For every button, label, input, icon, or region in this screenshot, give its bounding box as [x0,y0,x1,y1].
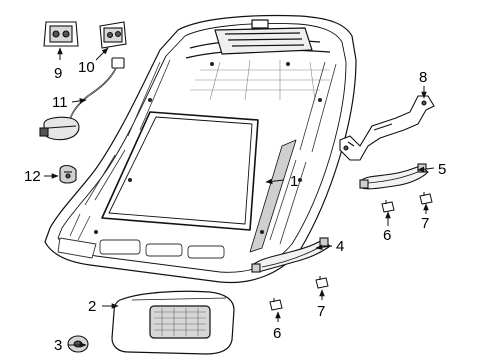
callout-5: 5 [438,161,446,178]
callout-3: 3 [54,337,62,354]
callout-8: 8 [419,69,427,86]
callout-6b: 6 [273,325,281,342]
headliner-panel-icon [44,14,357,284]
clip-icon [269,298,283,311]
dome-lamp-icon [43,21,79,47]
clip-icon [315,276,329,289]
leader-line-1 [265,178,285,185]
callout-11: 11 [52,94,68,111]
callout-1: 1 [290,173,298,190]
leader-line-11 [71,98,87,104]
clip-icon [381,200,395,213]
leader-line-10 [95,47,109,61]
callout-2: 2 [88,298,96,315]
callout-4: 4 [336,238,344,255]
sun-visor-icon [111,290,235,355]
leader-line-5 [417,166,435,172]
callout-10: 10 [78,59,95,76]
callout-12: 12 [24,168,41,185]
clip-icon [419,192,433,205]
map-lamp-icon [99,21,127,49]
callout-6a: 6 [383,227,391,244]
wire-harness-icon [39,57,125,141]
leader-line-4 [315,244,333,250]
callout-7b: 7 [317,303,325,320]
bracket-icon [339,95,435,161]
visor-clip-icon [67,335,89,353]
courtesy-lamp-icon [59,164,77,184]
callout-9: 9 [54,65,62,82]
callout-7a: 7 [421,215,429,232]
grab-handle-icon [359,163,429,190]
